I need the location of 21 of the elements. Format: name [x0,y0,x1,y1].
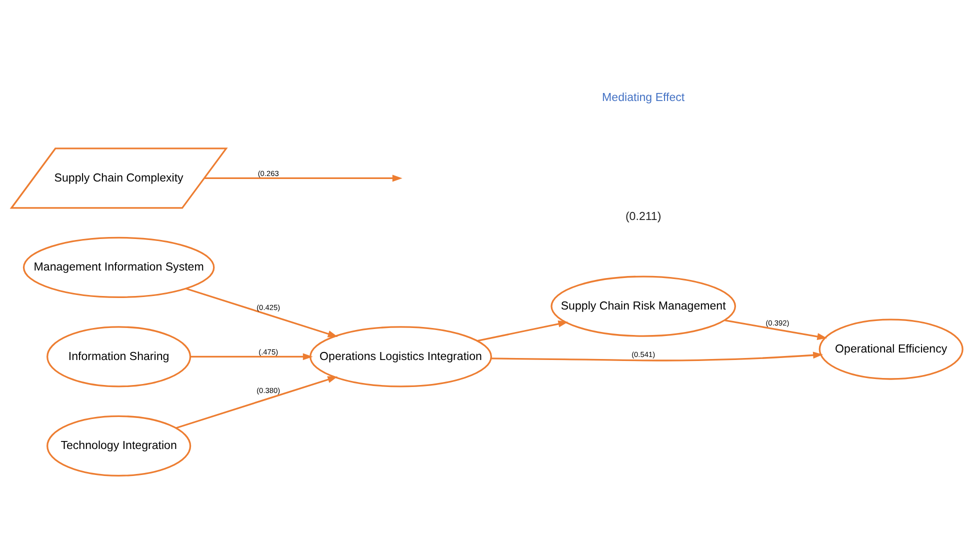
node-ellipse: Information Sharing [46,326,192,387]
edge-label: (0.541) [632,349,656,358]
node-ellipse: Operational Efficiency [818,318,964,380]
label: Mediating Effect [602,92,685,104]
label: (0.211) [625,210,662,223]
node-ellipse: Technology Integration [46,414,192,476]
arrow [477,320,568,342]
edge-label: (0.263 [258,168,279,178]
node-ellipse: Operations Logistics Integration [309,326,492,387]
edge-label: (0.425) [256,302,280,312]
node-ellipse: Management Information System [22,236,215,298]
arrow [724,319,828,340]
edge-label: (0.392) [766,318,790,327]
arrow [491,351,824,361]
arrow [186,287,338,337]
arrow [190,352,313,360]
node-ellipse: Supply Chain Risk Management [550,275,736,336]
edge-label: (0.380) [256,386,280,395]
arrow [204,174,402,182]
arrow [176,376,338,428]
edge-label: (.475) [258,346,278,356]
